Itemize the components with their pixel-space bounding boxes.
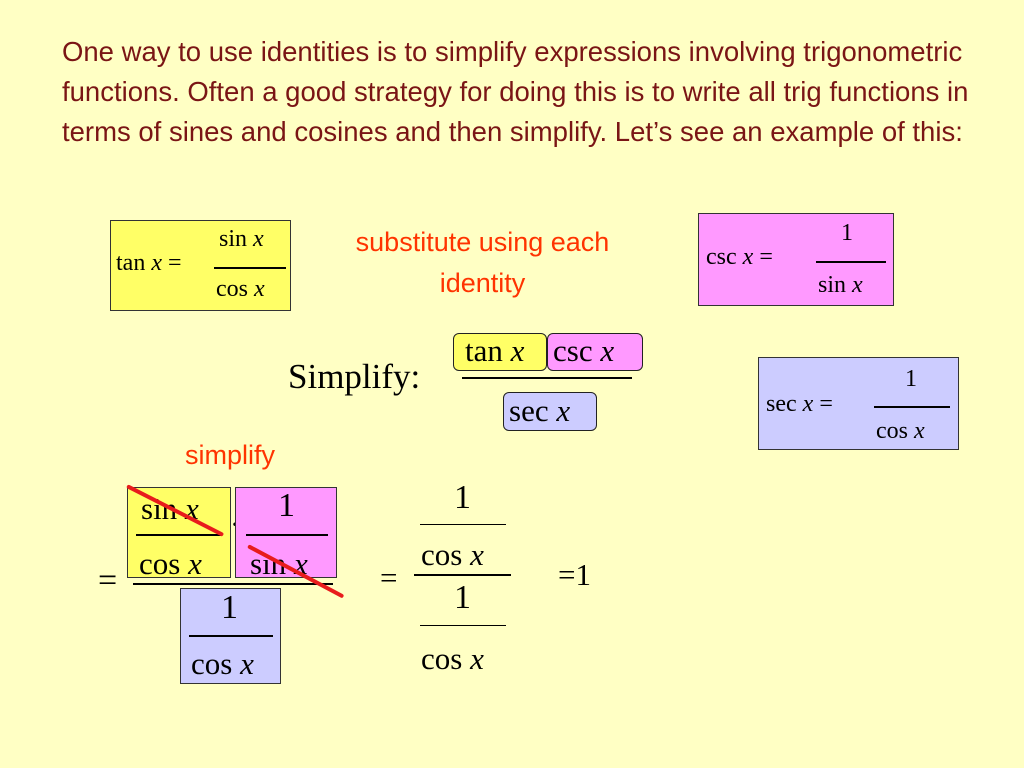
tan-identity-lhs: tan x = <box>116 250 182 276</box>
csc-highlight <box>547 333 643 371</box>
step1-sec-denominator: cos x <box>191 646 254 681</box>
csc-identity-denominator: sin x <box>818 272 863 298</box>
step2-equals: = <box>380 560 398 595</box>
step2-top-numerator: 1 <box>454 479 471 516</box>
tan-identity-denominator: cos x <box>216 276 265 302</box>
step2-top-fraction-bar <box>420 524 506 526</box>
csc-identity-fraction-bar <box>816 261 886 263</box>
step2-bottom-denominator: cos x <box>421 641 484 676</box>
simplify-label: Simplify: <box>288 357 421 396</box>
sec-identity-numerator: 1 <box>905 366 917 392</box>
step2-bottom-fraction-bar <box>420 625 506 627</box>
step2-top-denominator: cos x <box>421 537 484 572</box>
csc-identity-box <box>698 213 894 306</box>
sec-identity-fraction-bar <box>874 406 950 408</box>
result-expression: =1 <box>558 557 591 592</box>
tan-highlight <box>453 333 547 371</box>
simplify-note: simplify <box>184 440 275 470</box>
tan-identity-box <box>110 220 291 311</box>
step1-equals: = <box>98 562 118 599</box>
problem-tan-term: tan x <box>465 333 525 368</box>
problem-csc-term: csc x <box>553 333 615 368</box>
problem-sec-term: sec x <box>509 393 571 428</box>
step2-main-fraction-bar <box>414 574 511 576</box>
step1-left-fraction-bar <box>136 534 222 536</box>
step1-cos-term: cos x <box>139 546 202 581</box>
step1-one: 1 <box>278 487 295 524</box>
substitute-note: substitute using each identity <box>355 227 610 298</box>
tan-identity-numerator: sin x <box>219 226 264 252</box>
step1-sec-fraction-bar <box>189 635 273 637</box>
sec-identity-denominator: cos x <box>876 418 925 444</box>
sec-identity-lhs: sec x = <box>766 391 833 417</box>
problem-fraction-bar <box>462 377 632 379</box>
intro-paragraph: One way to use identities is to simplify… <box>62 36 969 147</box>
step1-right-fraction-bar <box>246 534 328 536</box>
step1-csc-box <box>235 487 337 578</box>
tan-identity-fraction-bar <box>214 267 286 269</box>
csc-identity-numerator: 1 <box>841 220 853 246</box>
step1-sec-numerator: 1 <box>221 589 238 626</box>
step2-bottom-numerator: 1 <box>454 579 471 616</box>
sec-identity-box <box>758 357 959 450</box>
sec-highlight <box>503 392 597 431</box>
step1-main-fraction-bar <box>133 583 333 585</box>
csc-identity-lhs: csc x = <box>706 244 773 270</box>
